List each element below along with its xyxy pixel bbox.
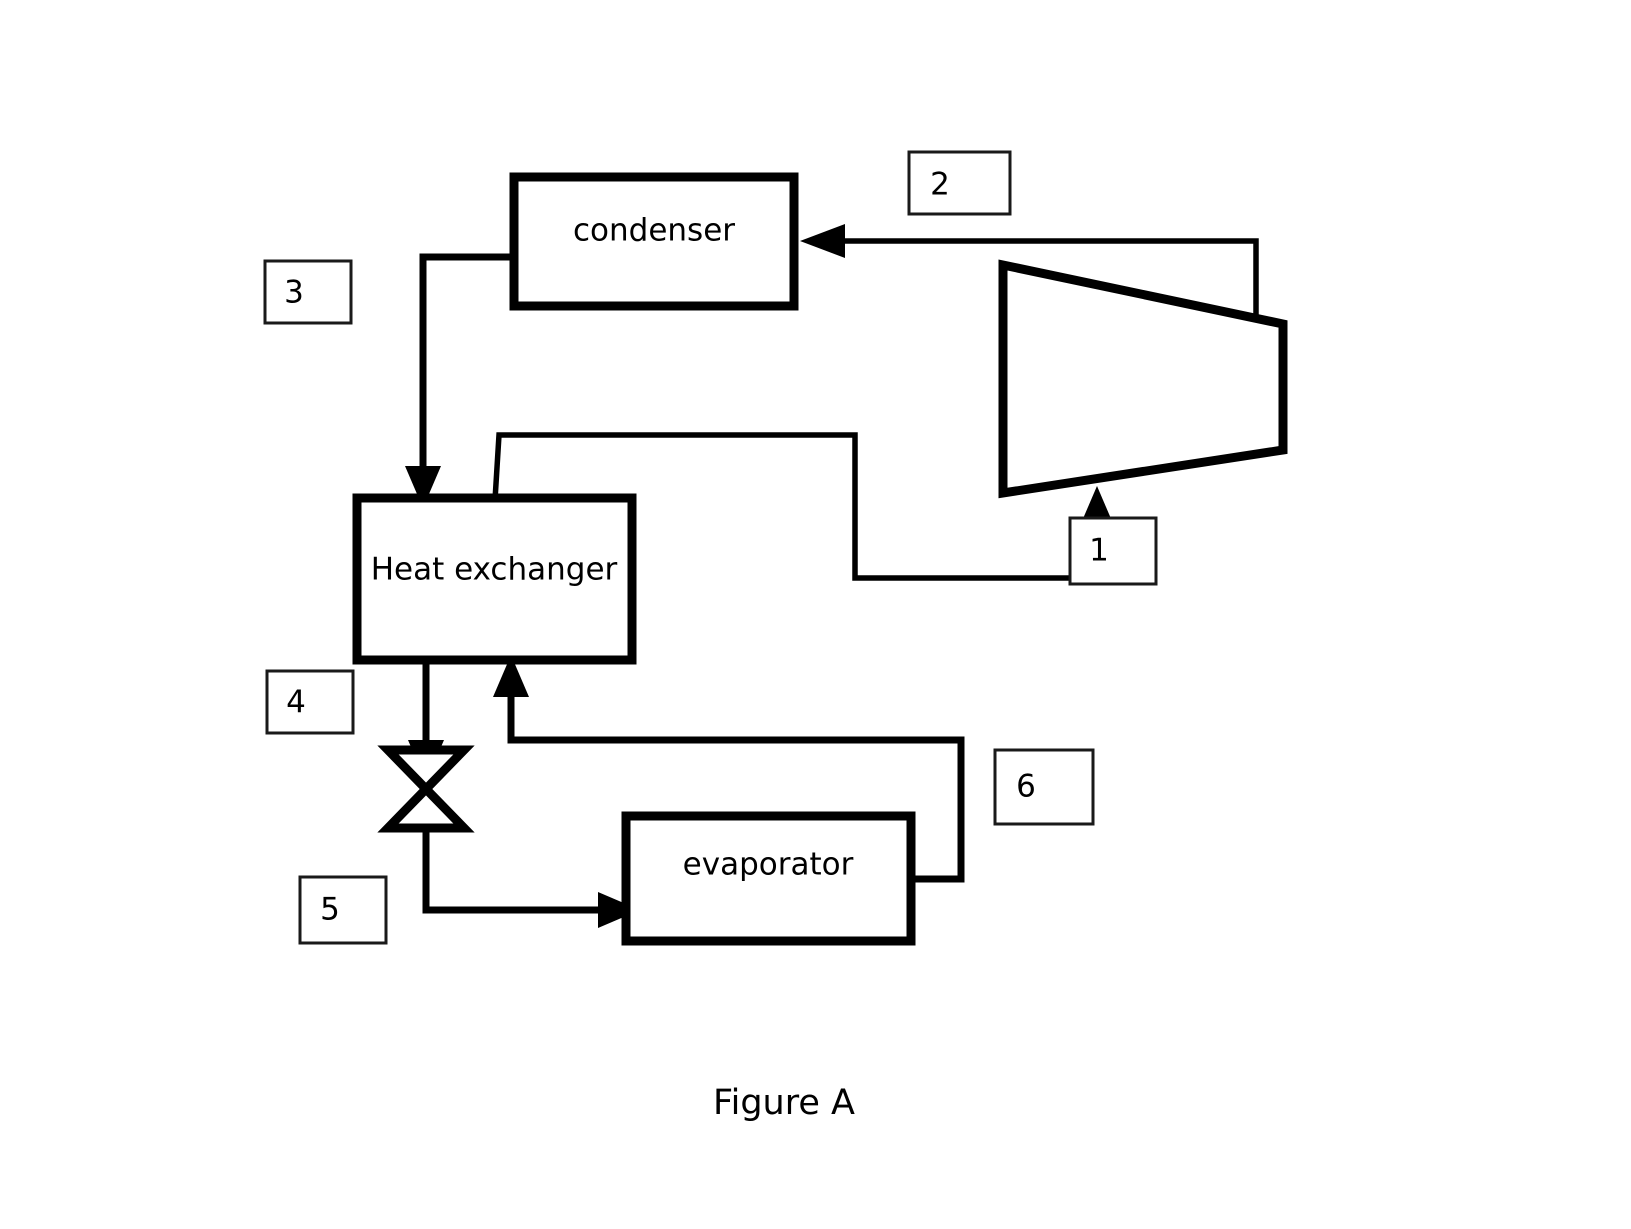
stream-tag-5[interactable]: 5 — [298, 875, 388, 945]
stream-2-path — [842, 238, 1259, 317]
stream-tag-4-label: 4 — [286, 685, 306, 721]
stream-3-line — [405, 253, 514, 508]
heat-exchanger-box[interactable] — [352, 493, 637, 665]
stream-tag-1-label: 1 — [1089, 533, 1109, 569]
stream-tag-5-box[interactable] — [298, 875, 388, 945]
stream-tag-2-box[interactable] — [907, 150, 1012, 216]
stream-tag-3[interactable]: 3 — [263, 259, 353, 325]
stream-5-path — [422, 828, 612, 914]
unit-evaporator[interactable]: evaporator — [621, 811, 916, 946]
stream-3-path — [419, 253, 514, 478]
stream-2-arrowhead — [800, 224, 845, 258]
stream-tag-6[interactable]: 6 — [993, 748, 1095, 826]
stream-tag-1-box[interactable] — [1068, 516, 1158, 586]
stream-tag-6-box[interactable] — [993, 748, 1095, 826]
stream-6-line — [493, 655, 965, 883]
stream-6-path — [507, 690, 965, 883]
stream-tag-5-label: 5 — [320, 892, 340, 928]
stream-3-arrowhead — [405, 466, 441, 508]
stream-tag-1[interactable]: 1 — [1068, 516, 1158, 586]
stream-5-arrowhead — [598, 892, 640, 928]
unit-heat-exchanger[interactable]: Heat exchanger — [352, 493, 637, 665]
stream-tag-3-box[interactable] — [263, 259, 353, 325]
evaporator-label: evaporator — [683, 847, 854, 883]
condenser-box[interactable] — [509, 172, 799, 311]
heat-exchanger-label: Heat exchanger — [371, 552, 618, 588]
stream-tag-2-label: 2 — [930, 167, 950, 203]
expansion-valve-bottom-triangle[interactable] — [377, 782, 475, 833]
stream-tag-2[interactable]: 2 — [907, 150, 1012, 216]
turbine-shape[interactable] — [998, 259, 1288, 499]
stream-tag-3-label: 3 — [284, 275, 304, 311]
stream-tag-4-box[interactable] — [265, 669, 355, 735]
unit-turbine[interactable] — [998, 259, 1288, 499]
evaporator-box[interactable] — [621, 811, 916, 946]
stream-tag-4[interactable]: 4 — [265, 669, 355, 735]
stream-2-line — [800, 224, 1259, 317]
unit-expansion-valve[interactable] — [377, 745, 475, 833]
expansion-valve-top-triangle[interactable] — [377, 745, 475, 796]
stream-tag-6-label: 6 — [1016, 769, 1036, 805]
condenser-label: condenser — [573, 213, 735, 249]
stream-5-line — [422, 828, 640, 928]
stream-6-arrowhead — [493, 655, 529, 697]
figure-caption: Figure A — [713, 1083, 855, 1123]
unit-condenser[interactable]: condenser — [509, 172, 799, 311]
